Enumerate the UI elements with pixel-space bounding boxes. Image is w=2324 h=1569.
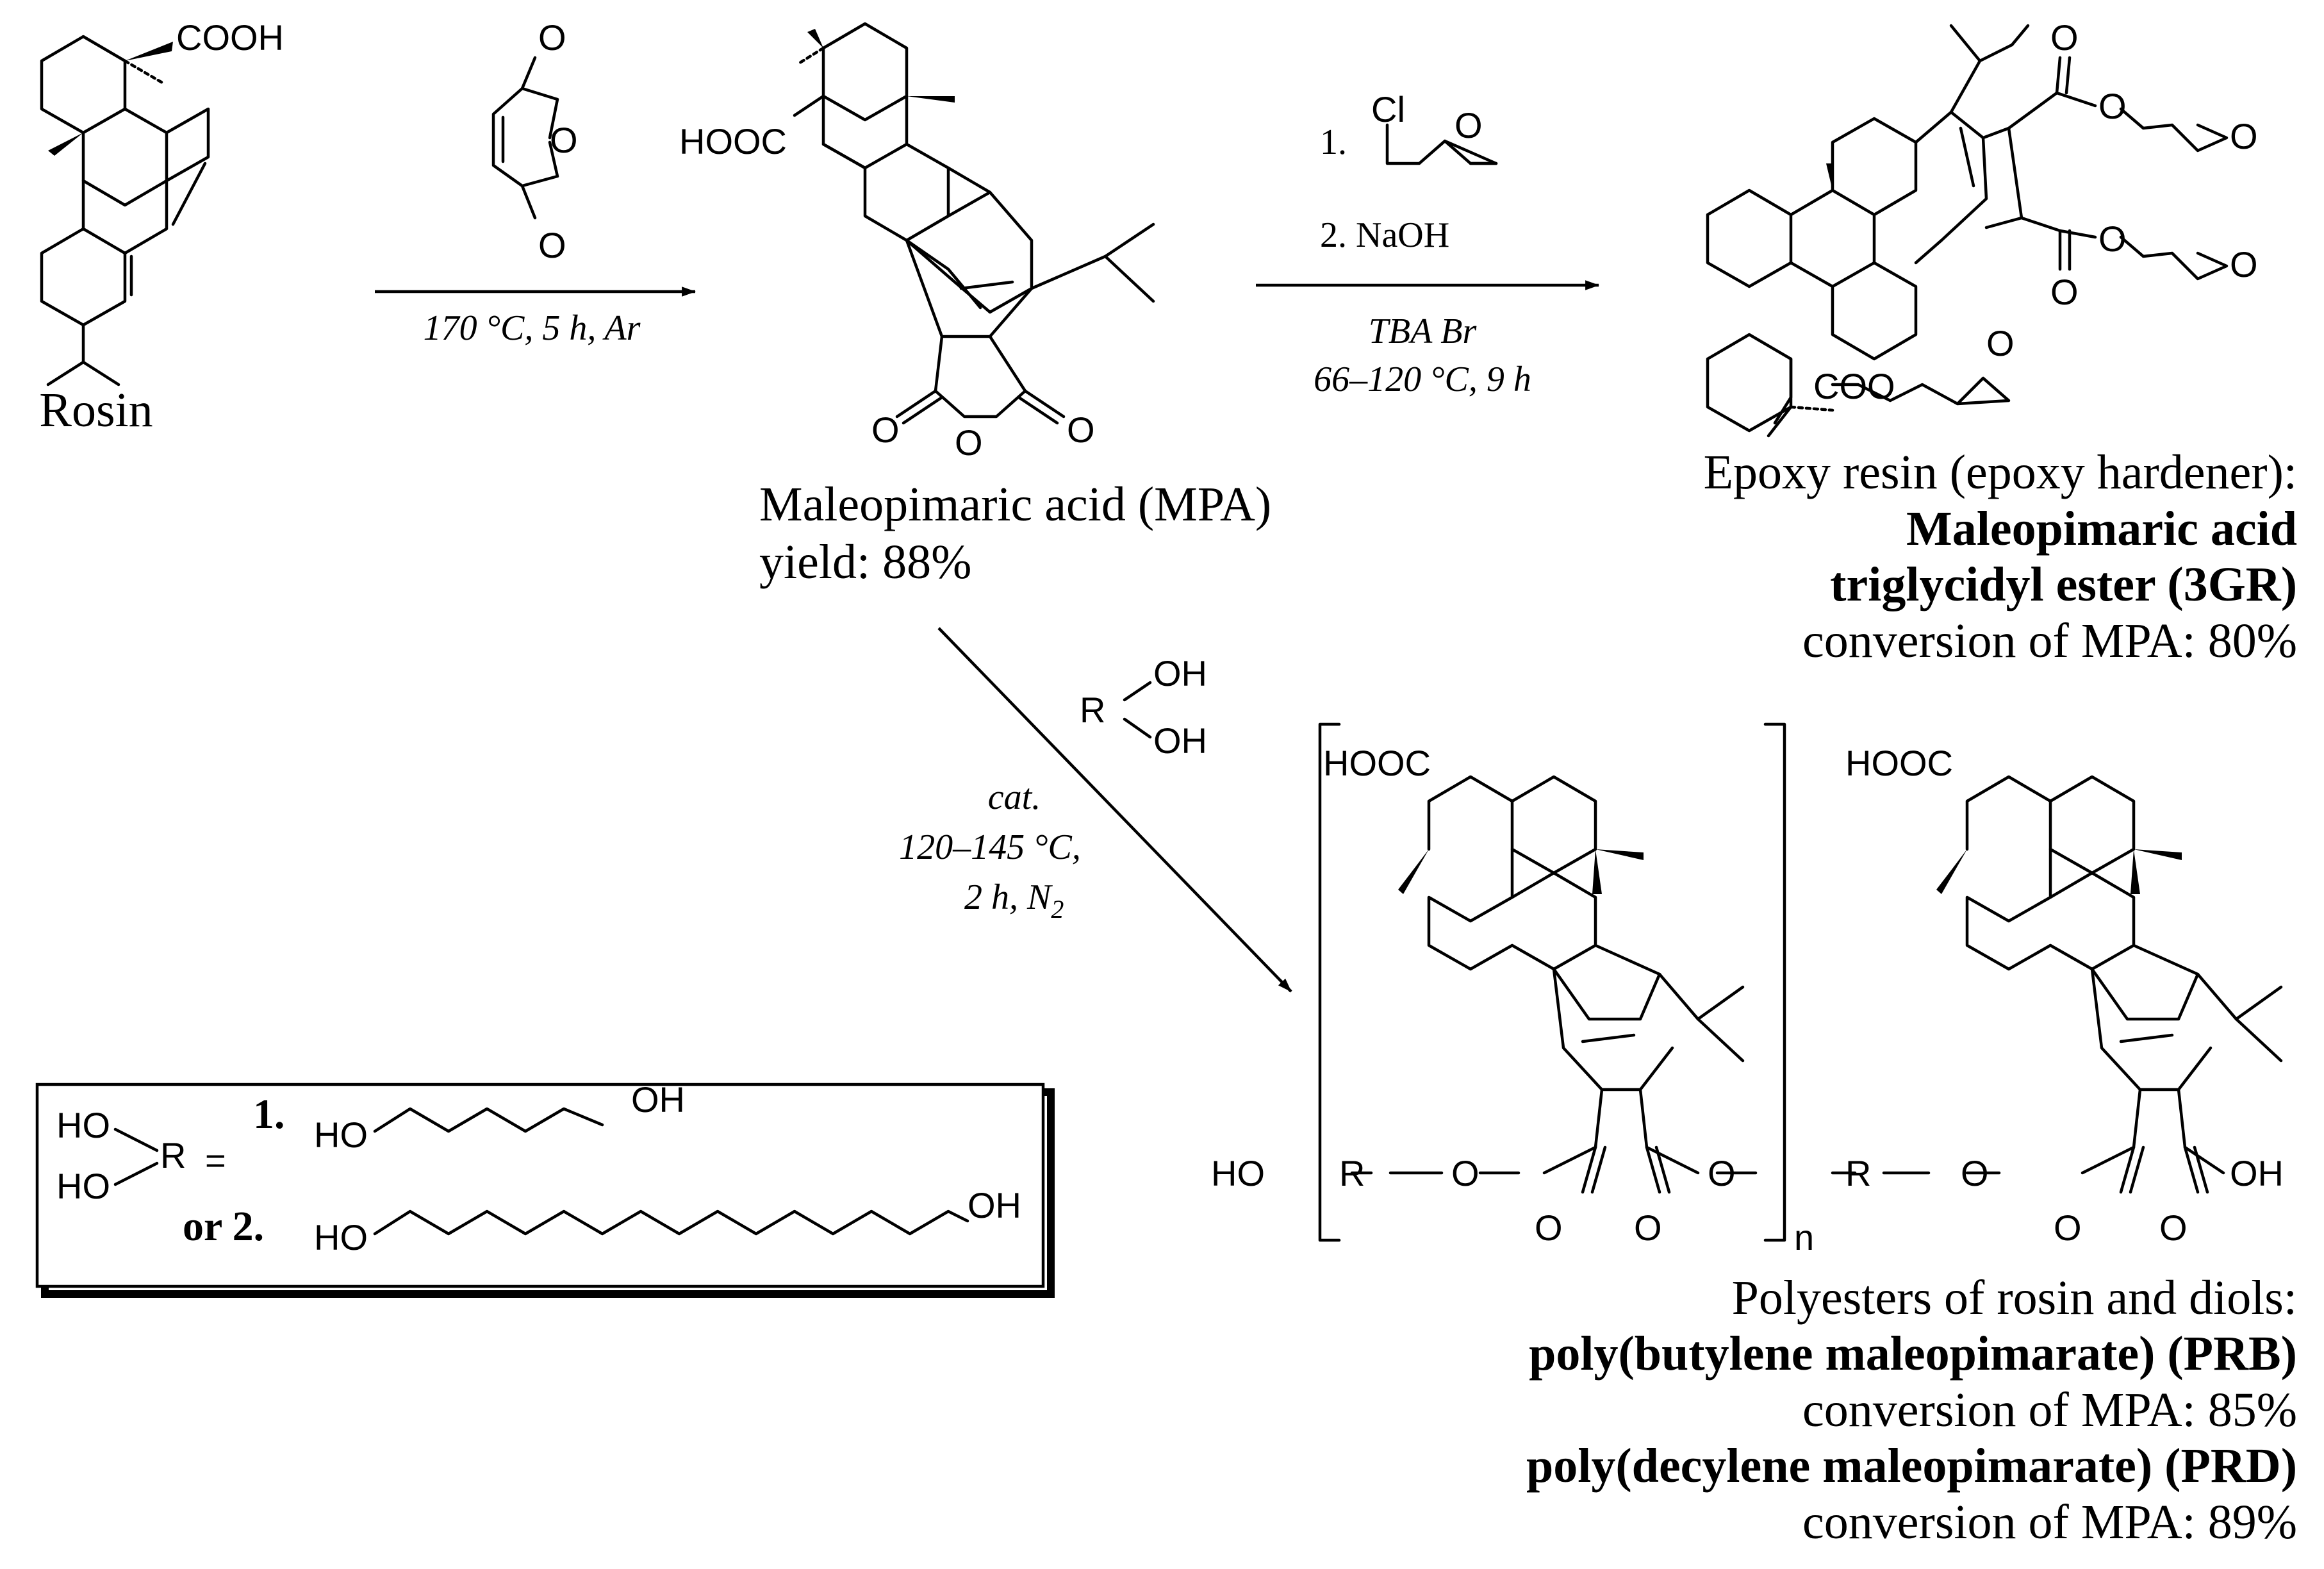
poly-caption-1: Polyesters of rosin and diols: bbox=[1732, 1271, 2297, 1325]
legend-num-1: 1. bbox=[253, 1091, 285, 1138]
poly-hooc-2: HOOC bbox=[1845, 743, 1953, 783]
poly-ho-label: HO bbox=[1211, 1153, 1265, 1193]
epoxy-o-ester2: O bbox=[2098, 219, 2127, 259]
epichlorohydrin-structure: Cl O bbox=[1371, 89, 1498, 165]
poly-o-2: O bbox=[1708, 1153, 1736, 1193]
legend-diol2-ho: HO bbox=[314, 1217, 368, 1258]
bracket-right bbox=[1763, 722, 1786, 1242]
poly-oh-end: OH bbox=[2230, 1153, 2284, 1193]
legend-diol1-oh: OH bbox=[631, 1079, 685, 1120]
epoxy-o-carbonyl1: O bbox=[2050, 17, 2079, 58]
epoxy-o-epox2: O bbox=[2230, 244, 2258, 285]
epoxy-caption-4: conversion of MPA: 80% bbox=[1802, 614, 2297, 668]
step3-conditions-3: 2 h, N2 bbox=[964, 877, 1064, 924]
arrow-step3 bbox=[937, 627, 1292, 993]
diol-legend-box: HO HO R = 1. or 2. HO OH HO OH bbox=[35, 1079, 1055, 1298]
diol-reagent-structure: R OH OH bbox=[1080, 653, 1207, 761]
poly-r-1: R bbox=[1339, 1153, 1365, 1193]
step3-conditions-1: cat. bbox=[988, 777, 1041, 817]
diol-oh1-label: OH bbox=[1153, 653, 1207, 693]
legend-num-2: or 2. bbox=[183, 1203, 264, 1250]
poly-o-c3: O bbox=[2054, 1208, 2082, 1248]
poly-hooc-1: HOOC bbox=[1323, 743, 1431, 783]
poly-o-c1: O bbox=[1535, 1208, 1563, 1248]
epoxy-o-epox3: O bbox=[1986, 323, 2015, 363]
step2-conditions-1: TBA Br bbox=[1369, 311, 1477, 351]
rosin-cooh-label: COOH bbox=[176, 17, 284, 58]
poly-o-3: O bbox=[1961, 1153, 1989, 1193]
step2-reagent1-num: 1. bbox=[1320, 122, 1347, 162]
epoxy-caption-1: Epoxy resin (epoxy hardener): bbox=[1704, 445, 2297, 499]
poly-r-2: R bbox=[1845, 1153, 1871, 1193]
legend-ho-2: HO bbox=[56, 1166, 110, 1206]
epoxy-o-carbonyl2: O bbox=[2050, 272, 2079, 312]
legend-equals: = bbox=[205, 1140, 226, 1181]
rosin-structure: COOH bbox=[40, 17, 284, 386]
maleic-o3: O bbox=[538, 225, 566, 265]
legend-ho-1: HO bbox=[56, 1105, 110, 1145]
poly-o-1: O bbox=[1451, 1153, 1479, 1193]
legend-r: R bbox=[160, 1135, 186, 1175]
maleic-anhydride-structure: O O O bbox=[491, 17, 578, 265]
poly-caption-3: conversion of MPA: 85% bbox=[1802, 1383, 2297, 1437]
mpa-o-left: O bbox=[871, 410, 900, 450]
poly-o-c2: O bbox=[1634, 1208, 1662, 1248]
poly-n: n bbox=[1794, 1217, 1814, 1258]
maleic-o1: O bbox=[538, 17, 566, 58]
legend-diol1-ho: HO bbox=[314, 1115, 368, 1155]
epi-cl-label: Cl bbox=[1371, 89, 1405, 129]
diol-r-label: R bbox=[1080, 690, 1105, 730]
poly-caption-5: conversion of MPA: 89% bbox=[1802, 1495, 2297, 1549]
mpa-o-right: O bbox=[1067, 410, 1095, 450]
step3-conditions-2: 120–145 °C, bbox=[899, 827, 1081, 867]
epoxy-caption-3: triglycidyl ester (3GR) bbox=[1830, 558, 2297, 611]
epi-o-label: O bbox=[1455, 105, 1483, 145]
mpa-yield: yield: 88% bbox=[759, 535, 971, 589]
poly-o-c4: O bbox=[2159, 1208, 2188, 1248]
epoxy-o-epox1: O bbox=[2230, 116, 2258, 156]
mpa-o-ring: O bbox=[955, 422, 983, 463]
epoxy-3gr-structure: O O O O O O O COO bbox=[1706, 17, 2258, 438]
rosin-caption: Rosin bbox=[39, 383, 152, 437]
poly-caption-2: poly(butylene maleopimarate) (PRB) bbox=[1529, 1327, 2297, 1381]
maleic-o2: O bbox=[550, 120, 578, 160]
polyester-structure: HOOC HOOC HO R O O R O O O O O OH n bbox=[1211, 722, 2284, 1258]
epoxy-o-ester1: O bbox=[2098, 86, 2127, 126]
mpa-hooc-label: HOOC bbox=[679, 121, 787, 162]
step2-reagent2: 2. NaOH bbox=[1320, 215, 1449, 255]
mpa-caption: Maleopimaric acid (MPA) bbox=[759, 477, 1271, 531]
diol-oh2-label: OH bbox=[1153, 720, 1207, 761]
mpa-structure: HOOC O O O bbox=[679, 22, 1155, 463]
poly-caption-4: poly(decylene maleopimarate) (PRD) bbox=[1526, 1439, 2297, 1493]
step1-conditions: 170 °C, 5 h, Ar bbox=[424, 308, 641, 348]
epoxy-caption-2: Maleopimaric acid bbox=[1906, 502, 2297, 556]
legend-diol2-oh: OH bbox=[968, 1185, 1021, 1225]
step2-conditions-2: 66–120 °C, 9 h bbox=[1314, 360, 1531, 399]
bracket-left bbox=[1318, 722, 1341, 1242]
epoxy-coo-label: COO bbox=[1813, 366, 1895, 406]
